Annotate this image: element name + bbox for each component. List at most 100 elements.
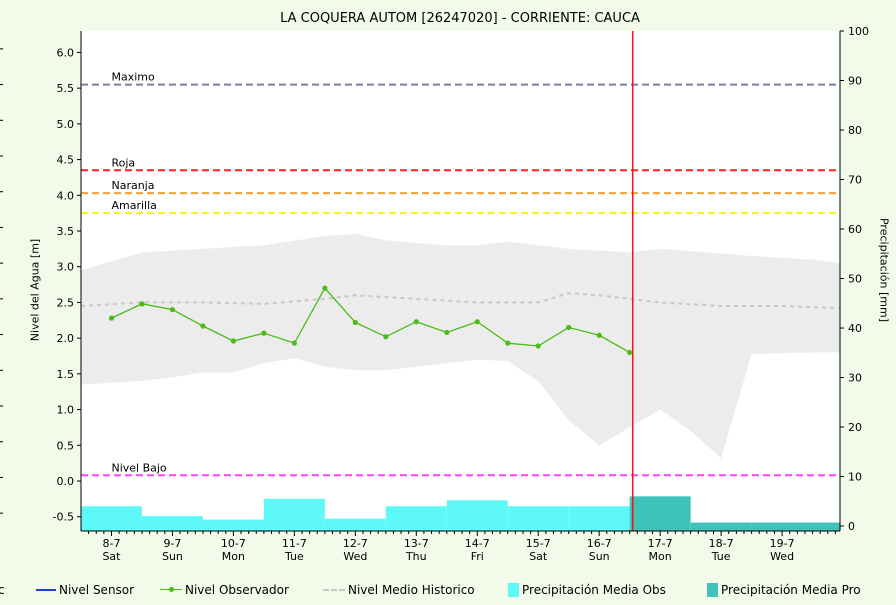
threshold-label-maximo: Maximo xyxy=(111,71,155,84)
legend-label-medio: Nivel Medio Historico xyxy=(348,583,475,597)
observador-point-8 xyxy=(352,319,358,326)
y2-tick-label-8: 80 xyxy=(848,124,862,137)
legend-swatch-observador xyxy=(160,585,182,595)
x-tick-day-3: Tue xyxy=(284,550,304,563)
y2-tick-label-4: 40 xyxy=(848,322,862,335)
precip-pro-bar-1 xyxy=(690,522,752,531)
y2-tick-label-9: 90 xyxy=(848,75,862,88)
legend-item-nivel-sensor: Nivel Sensor xyxy=(36,583,134,597)
observador-point-6 xyxy=(291,340,297,346)
y2-tick-label-7: 70 xyxy=(848,174,862,187)
precip-obs-bar-8 xyxy=(568,506,630,531)
observador-point-17 xyxy=(627,349,633,356)
y-tick-label-5: 2.0 xyxy=(57,332,75,345)
legend-label-clipped: c xyxy=(0,583,5,597)
y2-tick-label-2: 20 xyxy=(848,421,862,434)
x-tick-date-8: 16-7 xyxy=(587,537,612,550)
legend-swatch-precip-pro xyxy=(707,583,718,597)
x-tick-date-10: 18-7 xyxy=(709,537,734,550)
x-tick-date-7: 15-7 xyxy=(526,537,551,550)
legend-item-nivel-medio: Nivel Medio Historico xyxy=(323,583,475,597)
y2-tick-label-1: 10 xyxy=(848,471,862,484)
x-tick-date-0: 8-7 xyxy=(102,537,120,550)
y-tick-label-13: 6.0 xyxy=(57,46,75,59)
observador-point-3 xyxy=(200,323,206,329)
y2-tick-label-3: 30 xyxy=(848,372,862,385)
y-tick-label-4: 1.5 xyxy=(57,368,75,381)
precip-obs-bar-5 xyxy=(385,506,447,531)
x-tick-date-2: 10-7 xyxy=(221,537,246,550)
observador-point-4 xyxy=(230,338,237,344)
threshold-label-naranja: Naranja xyxy=(111,179,154,192)
precip-obs-bar-6 xyxy=(446,500,508,531)
observador-point-13 xyxy=(505,340,511,346)
observador-point-7 xyxy=(322,285,328,291)
observador-point-14 xyxy=(535,343,541,349)
x-tick-day-8: Sun xyxy=(589,550,610,563)
observador-point-2 xyxy=(169,306,176,313)
y-tick-label-7: 3.0 xyxy=(57,261,75,274)
y-tick-label-12: 5.5 xyxy=(57,82,75,95)
x-tick-date-1: 9-7 xyxy=(163,537,181,550)
observador-point-10 xyxy=(413,319,419,325)
legend-label-observador: Nivel Observador xyxy=(185,583,289,597)
legend-label-sensor: Nivel Sensor xyxy=(59,583,135,597)
observador-point-16 xyxy=(596,332,602,338)
legend-label-precip-pro: Precipitación Media Pro xyxy=(721,583,861,597)
x-tick-day-10: Tue xyxy=(711,550,731,563)
legend-item-clipped: c xyxy=(0,583,5,597)
chart-legend: c Nivel Sensor Nivel Observador Nivel Me… xyxy=(0,580,896,602)
precip-obs-bar-1 xyxy=(141,516,203,531)
y-tick-label-8: 3.5 xyxy=(57,225,75,238)
precip-obs-bar-3 xyxy=(263,498,325,531)
y2-tick-label-10: 100 xyxy=(848,25,869,38)
observador-point-15 xyxy=(566,324,572,331)
y-tick-label-2: 0.5 xyxy=(57,439,75,452)
legend-item-precip-pro: Precipitación Media Pro xyxy=(707,583,861,597)
threshold-label-nivel-bajo: Nivel Bajo xyxy=(111,461,166,474)
threshold-label-amarilla: Amarilla xyxy=(111,199,156,212)
observador-point-5 xyxy=(261,330,267,336)
y-tick-label-11: 5.0 xyxy=(57,118,75,131)
y2-tick-label-5: 50 xyxy=(848,273,862,286)
x-tick-day-11: Wed xyxy=(770,550,794,563)
precip-obs-bar-7 xyxy=(507,506,569,531)
x-tick-day-0: Sat xyxy=(102,550,121,563)
precip-pro-bar-0 xyxy=(629,496,691,531)
x-tick-date-4: 12-7 xyxy=(343,537,368,550)
precip-obs-bar-2 xyxy=(202,519,264,531)
precip-obs-bar-0 xyxy=(81,506,142,531)
historic-range-band xyxy=(81,233,840,459)
legend-item-precip-obs: Precipitación Media Obs xyxy=(508,583,666,597)
threshold-label-roja: Roja xyxy=(111,156,135,169)
series-line-nivel-observador xyxy=(111,287,630,353)
y2-tick-label-0: 0 xyxy=(848,520,855,533)
observador-point-9 xyxy=(383,334,389,340)
x-tick-date-6: 14-7 xyxy=(465,537,490,550)
observador-point-12 xyxy=(474,319,480,325)
observador-point-1 xyxy=(139,301,145,307)
legend-swatch-medio xyxy=(323,589,345,591)
y-tick-label-6: 2.5 xyxy=(57,296,75,309)
x-tick-date-5: 13-7 xyxy=(404,537,429,550)
y-axis-label-right: Precipitación [mm] xyxy=(877,217,891,323)
y-tick-label-1: 0.0 xyxy=(57,475,75,488)
y-tick-label-10: 4.5 xyxy=(57,154,75,167)
y-tick-label-9: 4.0 xyxy=(57,189,75,202)
legend-swatch-sensor xyxy=(36,589,56,591)
y-tick-label-3: 1.0 xyxy=(57,404,75,417)
observador-point-11 xyxy=(444,329,450,336)
legend-label-precip-obs: Precipitación Media Obs xyxy=(522,583,666,597)
x-tick-day-9: Mon xyxy=(649,550,672,563)
precip-pro-bar-2 xyxy=(751,522,840,531)
legend-swatch-precip-obs xyxy=(508,583,519,597)
x-tick-day-7: Sat xyxy=(529,550,548,563)
y-axis-label-left: Nivel del Agua [m] xyxy=(28,238,42,342)
x-tick-day-4: Wed xyxy=(343,550,367,563)
y-tick-label-0: -0.5 xyxy=(53,511,74,524)
x-tick-date-11: 19-7 xyxy=(770,537,795,550)
x-tick-day-6: Fri xyxy=(471,550,484,563)
chart-title: LA COQUERA AUTOM [26247020] - CORRIENTE:… xyxy=(280,11,640,26)
